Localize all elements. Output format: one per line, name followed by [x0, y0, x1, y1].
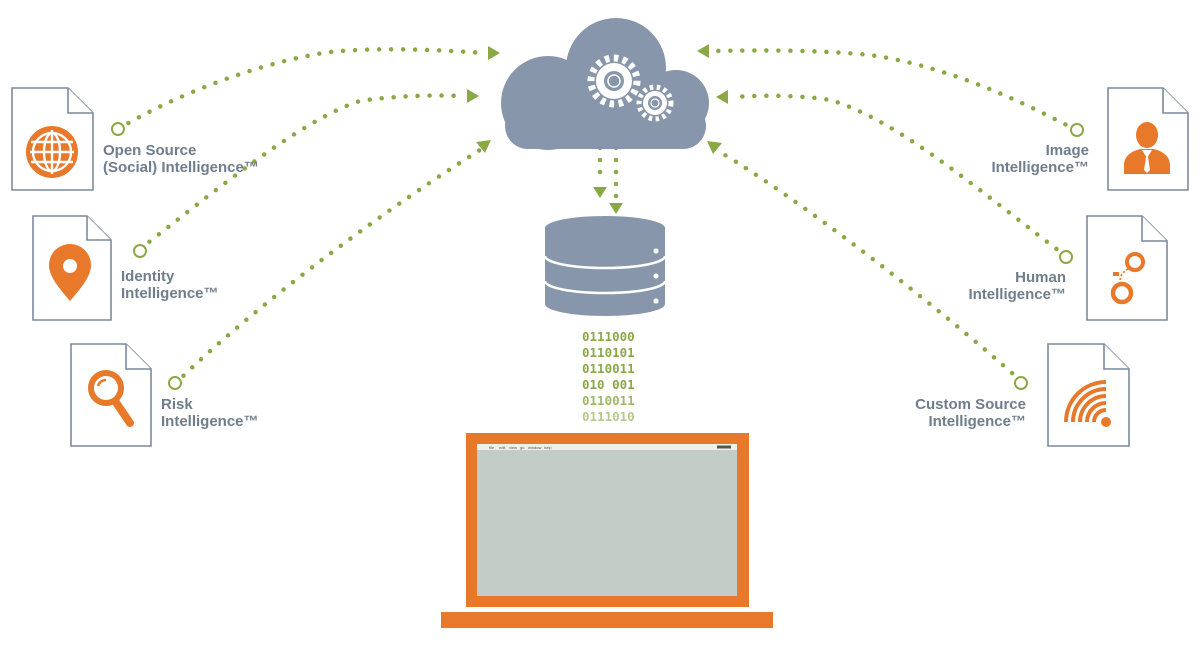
- label-human-line1: Human: [1015, 269, 1066, 286]
- connector-end-circle: [1014, 376, 1028, 390]
- menu-item: edit: [499, 445, 506, 450]
- arrow-head: [467, 89, 479, 103]
- signal-icon: [1064, 380, 1111, 427]
- source-card-custom: [1047, 343, 1130, 447]
- arrow-head: [593, 187, 607, 198]
- label-image-line1: Image: [1046, 142, 1089, 159]
- menu-item: file: [489, 445, 495, 450]
- map-pin-icon: [49, 244, 91, 301]
- connector-risk: [172, 147, 483, 387]
- globe-icon: [26, 126, 78, 178]
- arrow-head: [609, 203, 623, 214]
- cloud-gears-icon: [501, 18, 709, 150]
- handcuffs-icon: [1110, 252, 1145, 305]
- magnifier-icon: [88, 370, 134, 427]
- binary-stream: 0111000 0110101 0110011 010 001 0110011 …: [582, 329, 635, 424]
- menubar-status: [717, 445, 731, 449]
- arrow-head: [697, 44, 709, 58]
- source-card-risk: [70, 343, 152, 447]
- label-human-line2: Intelligence™: [968, 286, 1066, 303]
- label-identity-line2: Intelligence™: [121, 285, 219, 302]
- connector-open-source: [115, 47, 488, 132]
- binary-row: 010 001: [582, 377, 635, 392]
- binary-row: 0111000: [582, 329, 635, 344]
- binary-row: 0110011: [582, 361, 635, 376]
- binary-row: 0110011: [582, 393, 635, 408]
- connector-identity: [137, 93, 463, 252]
- connectors: [115, 47, 1079, 387]
- database-icon: [543, 216, 667, 316]
- menu-item: go: [520, 445, 525, 450]
- laptop-icon: file edit view go window help: [441, 433, 773, 628]
- connector-custom: [717, 149, 1024, 384]
- binary-row: 0111010: [582, 409, 635, 424]
- gear-icon: [636, 84, 674, 122]
- label-open-source-line1: Open Source: [103, 142, 196, 159]
- source-card-human: [1086, 215, 1168, 321]
- source-card-open-source: [11, 87, 94, 191]
- laptop-menubar: [477, 444, 737, 450]
- label-open-source-line2: (Social) Intelligence™: [103, 159, 259, 176]
- connector-end-circle: [168, 376, 182, 390]
- menu-item: view: [509, 445, 517, 450]
- label-custom-line1: Custom Source: [915, 396, 1026, 413]
- connector-end-circle: [133, 244, 147, 258]
- arrow-head: [707, 141, 722, 154]
- binary-row: 0110101: [582, 345, 635, 360]
- source-card-image: [1107, 87, 1189, 191]
- label-identity-line1: Identity: [121, 268, 175, 285]
- source-card-identity: [32, 215, 112, 321]
- laptop-base: [441, 612, 773, 628]
- laptop-screen: [477, 444, 737, 596]
- arrow-head: [488, 46, 500, 60]
- connector-end-circle: [1059, 250, 1073, 264]
- arrow-head: [476, 140, 491, 153]
- label-risk-line1: Risk: [161, 396, 193, 413]
- gear-icon: [587, 54, 641, 108]
- label-custom-line2: Intelligence™: [928, 413, 1026, 430]
- connector-image: [712, 48, 1079, 133]
- label-image-line2: Intelligence™: [991, 159, 1089, 176]
- label-risk-line2: Intelligence™: [161, 413, 259, 430]
- person-icon: [1124, 122, 1170, 174]
- arrowheads: [467, 44, 728, 214]
- connector-end-circle: [111, 122, 125, 136]
- menu-item: window: [528, 445, 541, 450]
- menu-item: help: [544, 445, 552, 450]
- connector-human: [732, 93, 1069, 259]
- connector-end-circle: [1070, 123, 1084, 137]
- arrow-head: [716, 90, 728, 104]
